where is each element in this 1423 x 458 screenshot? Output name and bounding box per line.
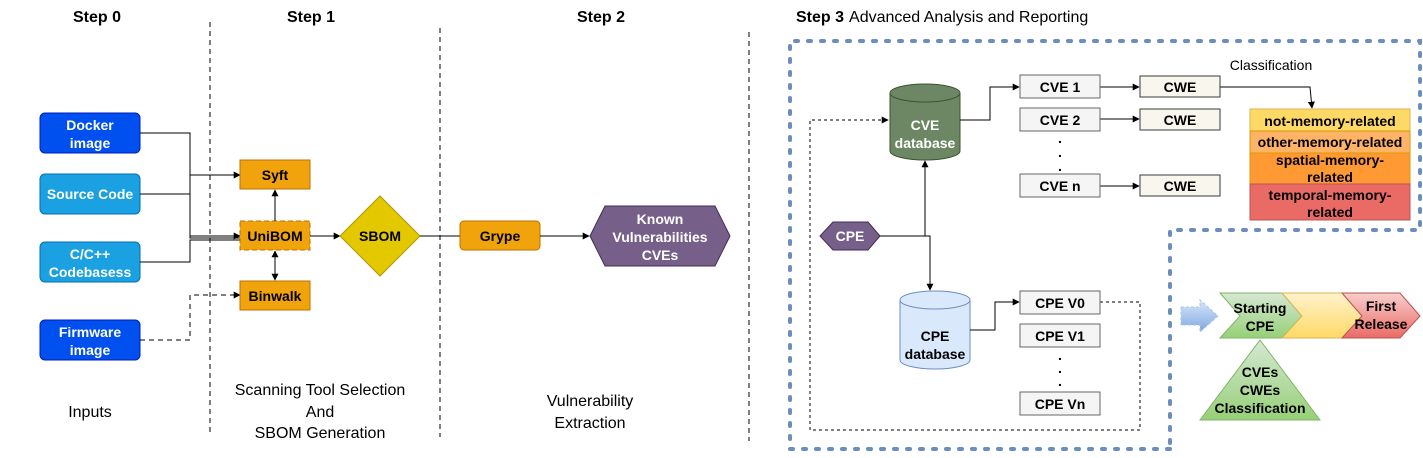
cpe-label: CPE (836, 228, 865, 244)
cve-2-box: CVE 2 (1019, 107, 1101, 132)
known-label-2: Vulnerabilities (612, 229, 707, 245)
unibom-box: UniBOM (239, 220, 311, 251)
firmware-label-2: image (70, 342, 111, 358)
unibom-connectors (271, 189, 341, 281)
cve-1-box: CVE 1 (1019, 74, 1101, 99)
source-code-box: Source Code (39, 173, 141, 215)
firmware-label-1: Firmware (59, 324, 121, 340)
step1-heading: Step 1 (287, 9, 335, 26)
step1-caption-1: Scanning Tool Selection (235, 382, 406, 399)
cpe-ellipsis: . . . (1058, 347, 1062, 389)
sbom-label: SBOM (359, 228, 401, 244)
step0-heading: Step 0 (73, 9, 121, 26)
class-temporal-2: related (1307, 204, 1353, 220)
unibom-label: UniBOM (247, 228, 302, 244)
docker-label-2: image (70, 135, 111, 151)
cpe-db-label-2: database (905, 346, 966, 362)
class-spatial-1: spatial-memory- (1276, 152, 1384, 168)
cves-cwes-triangle: CVEs CWEs Classification (1199, 339, 1321, 421)
codebase-box: C/C++ Codebasess (39, 241, 141, 283)
binwalk-box: Binwalk (239, 280, 311, 311)
grype-box: Grype (459, 220, 541, 251)
cwe-2-label: CWE (1164, 112, 1197, 128)
cpe-v0-box: CPE V0 (1019, 290, 1101, 315)
cpe-database-cylinder: CPE database (899, 290, 971, 370)
known-label-3: CVEs (642, 247, 679, 263)
codebase-label-1: C/C++ (70, 246, 110, 262)
cpe-tag: CPE (819, 221, 881, 251)
starting-label-2: CPE (1246, 318, 1275, 334)
step2-caption-1: Vulnerability (547, 393, 634, 410)
class-temporal-1: temporal-memory- (1269, 187, 1392, 203)
cpe-dot-1: . (1058, 347, 1062, 363)
input-connectors (140, 132, 241, 341)
step2-caption-2: Extraction (554, 415, 625, 432)
step1-caption-2: And (306, 404, 334, 421)
cve-dot-3: . (1058, 158, 1062, 174)
first-release-label-2: Release (1355, 316, 1408, 332)
cpe-dot-3: . (1058, 373, 1062, 389)
cve-db-label-1: CVE (911, 117, 940, 133)
cve-ellipsis: . . . (1058, 130, 1062, 174)
binwalk-label: Binwalk (249, 288, 302, 304)
syft-box: Syft (239, 159, 311, 190)
cve-database-cylinder: CVE database (889, 83, 961, 161)
classification-stack: not-memory-related other-memory-related … (1249, 108, 1411, 221)
first-release-label-1: First (1366, 298, 1397, 314)
cwe-1-box: CWE (1139, 75, 1221, 98)
cve-dot-2: . (1058, 144, 1062, 160)
codebase-label-2: Codebasess (49, 264, 132, 280)
cpe-v0-label: CPE V0 (1035, 295, 1085, 311)
cpe-vn-label: CPE Vn (1035, 396, 1086, 412)
step2-heading: Step 2 (577, 9, 625, 26)
known-label-1: Known (637, 211, 684, 227)
step3-connectors (809, 83, 1315, 431)
firmware-image-box: Firmware image (39, 319, 141, 361)
cpe-db-label-1: CPE (921, 328, 950, 344)
cve-n-box: CVE n (1019, 173, 1101, 198)
known-vulnerabilities-hexagon: Known Vulnerabilities CVEs (589, 205, 731, 267)
cve-1-label: CVE 1 (1040, 79, 1081, 95)
starting-cpe-chevron: Starting CPE (1218, 292, 1303, 339)
cwe-3-label: CWE (1164, 178, 1197, 194)
classification-title: Classification (1230, 57, 1312, 73)
cve-dot-1: . (1058, 130, 1062, 146)
triangle-label-2: CWEs (1240, 382, 1281, 398)
cpe-vn-box: CPE Vn (1019, 391, 1101, 416)
class-other-memory: other-memory-related (1258, 134, 1403, 150)
starting-label-1: Starting (1234, 300, 1287, 316)
cve-2-label: CVE 2 (1040, 112, 1081, 128)
cve-db-label-2: database (895, 135, 956, 151)
cwe-1-label: CWE (1164, 79, 1197, 95)
triangle-label-3: Classification (1214, 400, 1305, 416)
triangle-label-1: CVEs (1242, 364, 1279, 380)
cpe-dot-2: . (1058, 360, 1062, 376)
docker-image-box: Docker image (39, 112, 141, 154)
inputs-caption: Inputs (68, 404, 112, 421)
source-code-label: Source Code (47, 186, 134, 202)
syft-label: Syft (262, 167, 289, 183)
class-not-memory: not-memory-related (1264, 113, 1395, 129)
sbom-diamond: SBOM (339, 195, 421, 277)
cpe-v1-box: CPE V1 (1019, 323, 1101, 348)
cpe-v1-label: CPE V1 (1035, 328, 1085, 344)
cve-n-label: CVE n (1039, 178, 1080, 194)
cwe-2-box: CWE (1139, 108, 1221, 131)
step1-caption-3: SBOM Generation (255, 425, 386, 442)
docker-label-1: Docker (66, 117, 114, 133)
grype-label: Grype (480, 228, 521, 244)
cwe-3-box: CWE (1139, 174, 1221, 197)
first-release-chevron: First Release (1340, 292, 1421, 339)
step3-dotted-border (788, 39, 1422, 451)
release-arrow-icon (1180, 298, 1219, 334)
class-spatial-2: related (1307, 169, 1353, 185)
